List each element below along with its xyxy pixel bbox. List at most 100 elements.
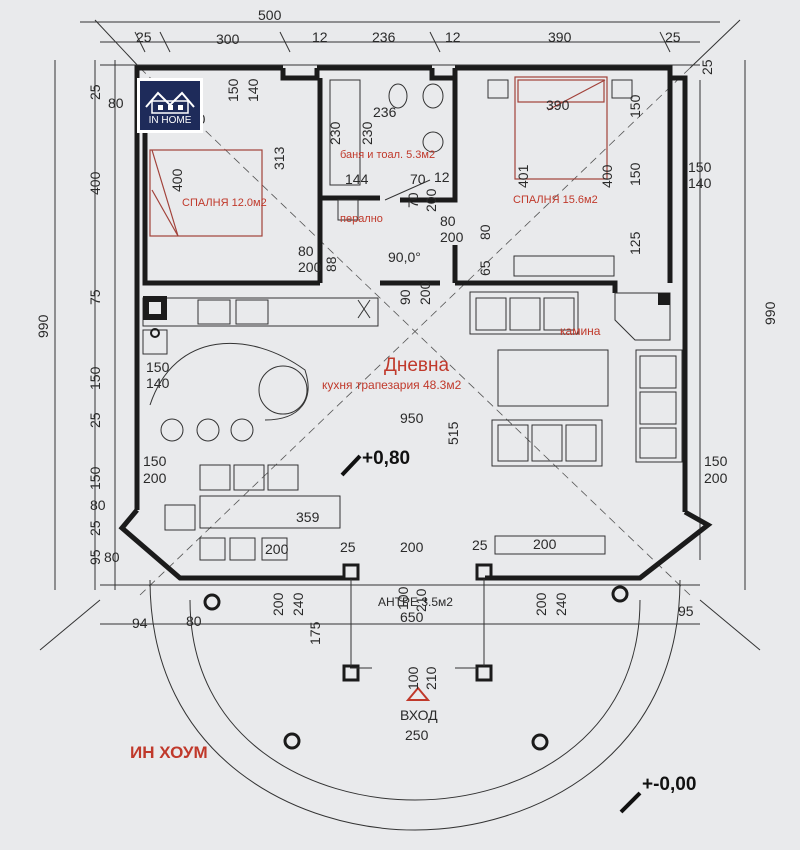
dim-l-140: 140	[146, 375, 170, 391]
label-fireplace: камина	[560, 324, 601, 338]
dim-top-236: 236	[372, 29, 396, 45]
room-living-sub: кухня трапезария 48.3м2	[322, 378, 462, 392]
dim-b2-400: 400	[599, 164, 615, 188]
dim-c-88: 88	[323, 256, 339, 272]
dim-b2-65: 65	[477, 260, 493, 276]
dim-l-359: 359	[296, 509, 320, 525]
living-furniture	[469, 291, 683, 467]
dim-e-100: 100	[405, 666, 421, 690]
logo-text: IN HOME	[148, 115, 192, 126]
dim-left-80: 80	[108, 95, 124, 111]
level-ground: +-0,00	[642, 774, 696, 795]
dim-b2-140r: 140	[688, 175, 712, 191]
dim-bath-80: 80	[440, 213, 456, 229]
dim-bath-236: 236	[373, 104, 397, 120]
dining-furniture	[164, 464, 606, 561]
dim-bath-230b: 230	[359, 121, 375, 145]
dim-bath-200: 200	[423, 188, 439, 212]
dim-c-80: 80	[298, 243, 314, 259]
dim-left-25b: 25	[87, 412, 103, 428]
dim-e-250: 250	[405, 727, 429, 743]
dim-b2-150r: 150	[688, 159, 712, 175]
construction-lines	[39, 19, 761, 651]
dim-l-200e: 200	[533, 536, 557, 552]
dim-top-12b: 12	[445, 29, 461, 45]
room-bedroom2: СПАЛНЯ 15.6м2	[513, 194, 598, 206]
room-bath: баня и тоал. 5.3м2	[340, 149, 435, 161]
watermark-text: ИН ХОУМ	[130, 743, 208, 762]
level-floor: +0,80	[362, 448, 410, 469]
kitchen	[142, 296, 379, 442]
dim-bath-70b: 70	[405, 192, 421, 208]
dim-e-100b: 100	[395, 586, 411, 610]
walls	[118, 65, 713, 581]
dim-top-25r: 25	[699, 59, 715, 75]
dim-left-150: 150	[87, 366, 103, 390]
porch	[100, 563, 700, 831]
dim-left-150b: 150	[87, 466, 103, 490]
dim-top-12a: 12	[312, 29, 328, 45]
top-dimension-lines	[80, 21, 720, 66]
dim-top-25a: 25	[136, 29, 152, 45]
dim-bath-70: 70	[410, 171, 426, 187]
dim-e-94: 94	[132, 615, 148, 631]
room-laundry: перално	[340, 213, 383, 225]
dim-l-25b: 25	[472, 537, 488, 553]
dim-l-150: 150	[146, 359, 170, 375]
dim-l-25: 25	[340, 539, 356, 555]
dim-e-200b: 200	[533, 592, 549, 616]
dim-bath-230a: 230	[327, 121, 343, 145]
dim-left-95: 95	[87, 549, 103, 565]
dim-e-240b: 240	[553, 592, 569, 616]
dim-left-990: 990	[35, 314, 51, 338]
level-markers	[340, 454, 642, 814]
dim-l-80c: 80	[104, 549, 120, 565]
dim-b1-313: 313	[271, 146, 287, 170]
dim-l-515: 515	[445, 421, 461, 445]
dim-r-150: 150	[704, 453, 728, 469]
dim-top-300: 300	[216, 31, 240, 47]
bedroom2-furniture	[487, 76, 633, 277]
dim-top-25b: 25	[665, 29, 681, 45]
dim-left-25: 25	[87, 84, 103, 100]
dim-b1-140: 140	[245, 78, 261, 102]
dim-l-200d: 200	[400, 539, 424, 555]
dim-b2-390: 390	[546, 97, 570, 113]
dim-c-200b: 200	[417, 281, 433, 305]
dim-c-90: 90	[397, 289, 413, 305]
dim-e-95: 95	[678, 603, 694, 619]
dim-e-240a: 240	[290, 592, 306, 616]
dim-b2-80: 80	[477, 224, 493, 240]
dim-right-990: 990	[762, 301, 778, 325]
dim-e-200a: 200	[270, 592, 286, 616]
dim-c-200: 200	[298, 259, 322, 275]
dim-b2-401: 401	[515, 164, 531, 188]
dim-top-390: 390	[548, 29, 572, 45]
angle-label: 90,0°	[388, 249, 421, 265]
dim-e-210: 210	[423, 666, 439, 690]
brand-logo: IN HOME	[137, 78, 203, 133]
room-bedroom1: СПАЛНЯ 12.0м2	[182, 197, 267, 209]
bedroom1-furniture	[149, 149, 263, 237]
dim-left-25c: 25	[87, 520, 103, 536]
dim-b2-125: 125	[627, 231, 643, 255]
dim-b1-150: 150	[225, 78, 241, 102]
dim-top-500: 500	[258, 7, 282, 23]
dim-l-200: 200	[143, 470, 167, 486]
room-hall: АНТРЕ 3.5м2	[378, 595, 453, 609]
dim-e-80: 80	[186, 613, 202, 629]
dim-left-400: 400	[87, 171, 103, 195]
house-icon	[145, 91, 195, 114]
dim-e-175: 175	[307, 621, 323, 645]
room-living-title: Дневна	[384, 355, 450, 376]
dim-left-80b: 80	[90, 497, 106, 513]
dim-bath-12: 12	[434, 169, 450, 185]
bath-fixtures	[329, 79, 444, 221]
dim-e-210b: 210	[413, 588, 429, 612]
dim-l-150b: 150	[143, 453, 167, 469]
dim-e-650: 650	[400, 609, 424, 625]
dim-left-75: 75	[87, 289, 103, 305]
side-dimension-lines	[54, 60, 746, 590]
